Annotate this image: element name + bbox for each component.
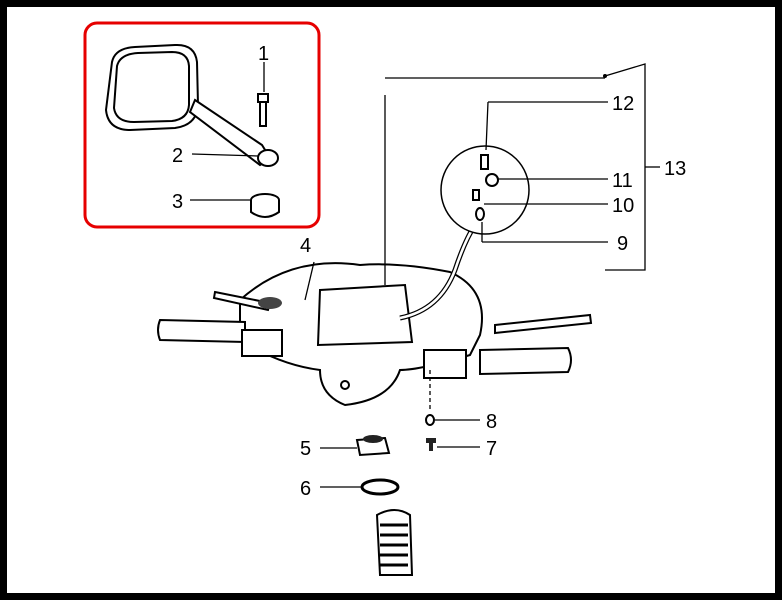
- handlebar-body: [157, 262, 593, 407]
- switch-group-circle: [440, 145, 530, 235]
- label-13: 13: [664, 158, 686, 180]
- mirror-part: [104, 43, 279, 167]
- label-12: 12: [612, 93, 634, 115]
- mirror-highlight-box: [83, 21, 321, 229]
- label-5: 5: [300, 438, 311, 460]
- label-1: 1: [258, 43, 269, 65]
- switch-parts: [472, 154, 499, 221]
- label-7: 7: [486, 438, 497, 460]
- screw-part-1: [257, 93, 269, 127]
- label-9: 9: [617, 233, 628, 255]
- label-4: 4: [300, 235, 311, 257]
- label-6: 6: [300, 478, 311, 500]
- label-11: 11: [612, 170, 633, 192]
- label-8: 8: [486, 411, 497, 433]
- steering-tube: [375, 509, 414, 576]
- ring-nut-part-3: [250, 193, 280, 218]
- parts-diagram: 1 2 3 4 5 6 7 8 9 10 11 12 13: [83, 21, 686, 576]
- label-10: 10: [612, 195, 634, 217]
- screw-part-7: [426, 438, 436, 451]
- washer-part-6: [360, 478, 400, 496]
- spacer-part-8: [425, 414, 435, 426]
- leader-lines: [190, 62, 660, 488]
- label-3: 3: [172, 191, 183, 213]
- nut-part-5: [355, 435, 391, 457]
- diagram-canvas: 1 2 3 4 5 6 7 8 9 10 11 12 13: [7, 7, 775, 593]
- label-2: 2: [172, 145, 183, 167]
